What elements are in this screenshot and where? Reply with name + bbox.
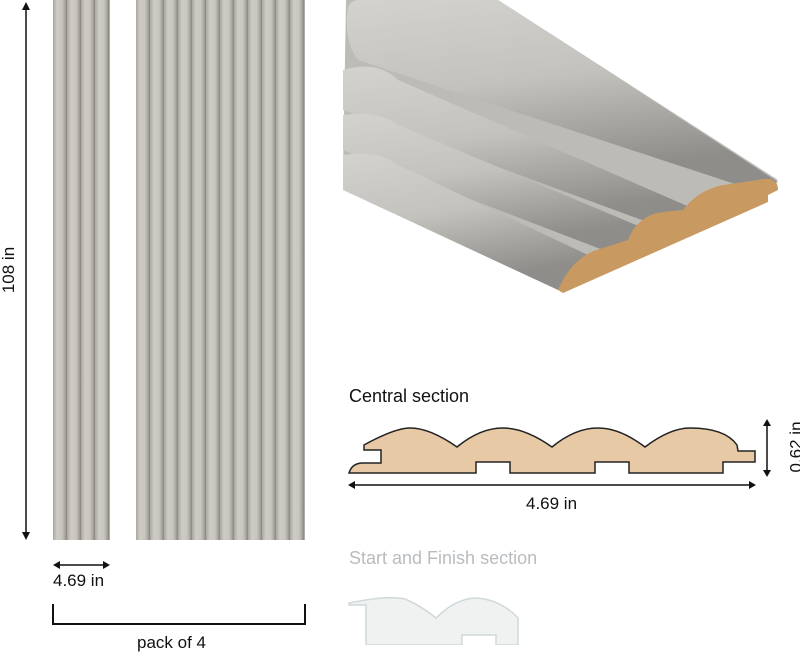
pack-label: pack of 4 bbox=[137, 633, 206, 652]
height-label: 108 in bbox=[0, 246, 19, 294]
central-width-label: 4.69 in bbox=[526, 494, 578, 513]
start-finish-title: Start and Finish section bbox=[349, 548, 538, 568]
panel-3d-render bbox=[343, 0, 778, 293]
single-panel-front bbox=[53, 0, 110, 540]
height-arrow bbox=[22, 2, 30, 540]
central-section-profile bbox=[347, 427, 756, 474]
start-finish-profile bbox=[348, 596, 519, 645]
pack-bracket bbox=[52, 604, 306, 625]
pack-panels-front bbox=[136, 0, 305, 540]
central-section-title: Central section bbox=[349, 386, 470, 406]
thickness-arrow bbox=[763, 419, 771, 477]
central-width-arrow bbox=[348, 481, 756, 489]
panel-width-label: 4.69 in bbox=[53, 571, 105, 590]
panel-width-arrow bbox=[53, 561, 110, 569]
thickness-label: 0.62 in bbox=[786, 421, 800, 473]
